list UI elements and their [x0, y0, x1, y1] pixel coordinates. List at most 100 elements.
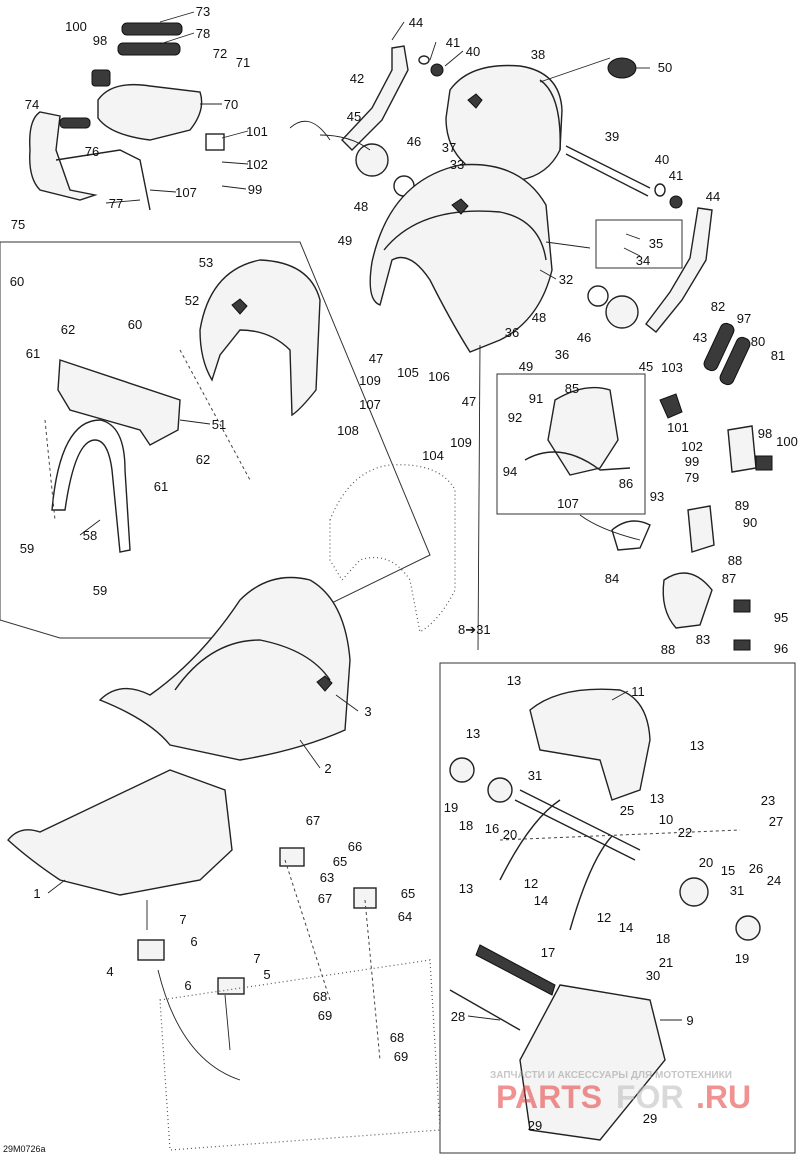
callout-label: 25 [620, 803, 634, 818]
callout-label: 18 [656, 931, 670, 946]
passenger-seat [369, 163, 553, 353]
callout-label: 20 [503, 827, 517, 842]
callout-label: 62 [196, 452, 210, 467]
bombardier-logo-icon-4 [316, 675, 333, 692]
callout-label: 91 [529, 391, 543, 406]
callout-label: 99 [685, 454, 699, 469]
watermark-brand-a: PARTS [496, 1079, 602, 1115]
callout-label: 45 [639, 359, 653, 374]
watermark-brand-c: .RU [696, 1079, 751, 1115]
callout-label: 105 [397, 365, 419, 380]
callout-label: 65 [401, 886, 415, 901]
callout-label: 107 [359, 397, 381, 412]
callout-label: 4 [106, 964, 113, 979]
callout-label: 44 [706, 189, 720, 204]
callout-label: 20 [699, 855, 713, 870]
callout-label: 40 [655, 152, 669, 167]
callout-label: 66 [348, 839, 362, 854]
callout-label: 64 [398, 909, 412, 924]
callout-label: 39 [605, 129, 619, 144]
callout-label: 38 [531, 47, 545, 62]
callout-label: 46 [577, 330, 591, 345]
callout-label: 29 [643, 1111, 657, 1126]
console-assembly [524, 386, 631, 476]
callout-label: 61 [26, 346, 40, 361]
callout-label: 83 [696, 632, 710, 647]
callout-label: 15 [721, 863, 735, 878]
callout-label: 48 [354, 199, 368, 214]
callout-label: 92 [508, 410, 522, 425]
callout-label: 98 [758, 426, 772, 441]
brackets [137, 847, 441, 1151]
callout-label: 94 [503, 464, 517, 479]
bombardier-logo-icon-3 [231, 298, 248, 315]
callout-label: 31 [730, 883, 744, 898]
callout-label: 27 [769, 814, 783, 829]
leader-lines [44, 11, 741, 1081]
callout-label: 13 [507, 673, 521, 688]
bombardier-logo-icon-2 [451, 198, 469, 215]
callout-label: 88 [728, 553, 742, 568]
callout-label: 14 [619, 920, 633, 935]
callout-label: 61 [154, 479, 168, 494]
callout-label: 31 [528, 768, 542, 783]
callout-label: 81 [771, 348, 785, 363]
callout-label: 53 [199, 255, 213, 270]
callout-label: 45 [347, 109, 361, 124]
callout-label: 97 [737, 311, 751, 326]
callout-label: 67 [306, 813, 320, 828]
callout-label: 63 [320, 870, 334, 885]
seat-phantom-outline [329, 464, 456, 633]
callout-label: 109 [450, 435, 472, 450]
callout-label: 76 [85, 144, 99, 159]
callout-label: 23 [761, 793, 775, 808]
backrest-arm-right [645, 207, 713, 333]
callout-label: 32 [559, 272, 573, 287]
callout-label: 71 [236, 55, 250, 70]
callout-label: 41 [669, 168, 683, 183]
callout-label: 24 [767, 873, 781, 888]
callout-label: 7 [253, 951, 260, 966]
callout-label: 19 [735, 951, 749, 966]
callout-label: 103 [661, 360, 683, 375]
callout-label: 84 [605, 571, 619, 586]
callout-label: 100 [776, 434, 798, 449]
callout-label: 72 [213, 46, 227, 61]
callout-label: 42 [350, 71, 364, 86]
seat-base [7, 769, 233, 896]
callout-label: 68 [390, 1030, 404, 1045]
callout-label: 36 [505, 325, 519, 340]
callout-label: 69 [318, 1008, 332, 1023]
callout-label: 28 [451, 1009, 465, 1024]
callout-label: 98 [93, 33, 107, 48]
callout-label: 10 [659, 812, 673, 827]
callout-label: 89 [735, 498, 749, 513]
callout-label: 36 [555, 347, 569, 362]
backrest-arm-left [341, 45, 409, 151]
callout-label: 86 [619, 476, 633, 491]
callout-label: 5 [263, 967, 270, 982]
main-seat [98, 576, 351, 761]
callout-label: 19 [444, 800, 458, 815]
callout-label: 13 [690, 738, 704, 753]
callout-label: 69 [394, 1049, 408, 1064]
callout-label: 3 [364, 704, 371, 719]
watermark-brand-b: FOR [616, 1079, 684, 1115]
callout-label: 50 [658, 60, 672, 75]
callout-label: 101 [246, 124, 268, 139]
callout-label: 37 [442, 140, 456, 155]
callout-label: 17 [541, 945, 555, 960]
callout-label: 12 [524, 876, 538, 891]
seat-frame-inset [51, 259, 321, 553]
callout-label: 79 [685, 470, 699, 485]
callout-label: 12 [597, 910, 611, 925]
callout-label: 22 [678, 825, 692, 840]
callout-label: 30 [646, 968, 660, 983]
frame-inset-box [439, 662, 796, 1154]
callout-label: 99 [248, 182, 262, 197]
callout-label: 18 [459, 818, 473, 833]
callout-label: 96 [774, 641, 788, 656]
bombardier-logo-icon [467, 93, 483, 109]
callout-label: 21 [659, 955, 673, 970]
callout-label: 80 [751, 334, 765, 349]
